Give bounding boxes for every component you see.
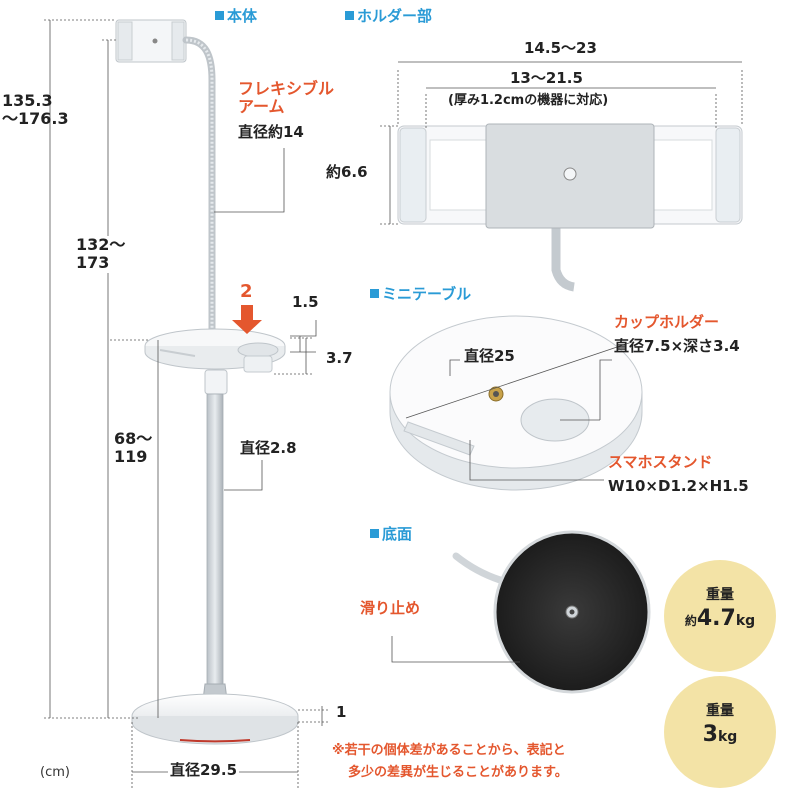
flex-arm-title: フレキシブル アーム <box>238 79 335 117</box>
flex-arm-shape <box>182 36 216 334</box>
table-depth-label: 3.7 <box>326 349 353 367</box>
weight-badge-value: 3kg <box>702 722 738 747</box>
mini-table-dimension-lines <box>405 341 633 481</box>
section-marker-icon <box>370 529 379 538</box>
pole-shape <box>206 393 224 685</box>
section-marker-icon <box>345 11 354 20</box>
variance-note: ※若干の個体差があることから、表記と 多少の差異が生じることがあります。 <box>332 743 568 780</box>
weight-badge-label: 重量 <box>706 587 734 603</box>
non-slip-leader <box>391 636 520 663</box>
table-height-label: 68～ 119 <box>114 429 153 467</box>
arm-height-label: 132～ 173 <box>76 235 126 273</box>
mini-table-illustration <box>389 315 643 491</box>
weight-badge-base: 重量 3kg <box>664 676 776 788</box>
weight-badge-value: 約4.7kg <box>684 606 756 631</box>
section-body-heading: 本体 <box>215 7 257 25</box>
weight-badge-with-table: 重量 約4.7kg <box>664 560 776 672</box>
stand-illustration <box>115 19 299 745</box>
phone-stand-size: W10×D1.2×H1.5 <box>608 477 749 495</box>
table-arrow-icon <box>232 305 262 334</box>
flex-arm-diameter: 直径約14 <box>238 123 304 141</box>
unit-label: (cm) <box>40 765 70 780</box>
section-holder-heading: ホルダー部 <box>345 7 432 25</box>
section-marker-icon <box>370 289 379 298</box>
base-thickness-label: 1 <box>336 703 347 721</box>
holder-outer-width: 14.5～23 <box>520 39 601 58</box>
holder-inner-width: 13～21.5 <box>506 69 587 88</box>
phone-stand-title: スマホスタンド <box>608 453 713 471</box>
holder-illustration <box>397 123 743 292</box>
weight-badge-label: 重量 <box>706 703 734 719</box>
mini-table-top-shape <box>389 315 643 469</box>
pole-diameter-label: 直径2.8 <box>240 439 297 457</box>
section-marker-icon <box>215 11 224 20</box>
section-bottom-heading: 底面 <box>370 525 412 543</box>
table-number-label: 2 <box>240 281 253 302</box>
section-mini-table-heading: ミニテーブル <box>370 285 471 303</box>
table-thickness-label: 1.5 <box>292 293 319 311</box>
cup-holder-size: 直径7.5×深さ3.4 <box>614 337 740 355</box>
holder-thickness-note: (厚み1.2cmの機器に対応) <box>448 93 609 108</box>
total-height-label: 135.3 ～176.3 <box>2 91 69 129</box>
holder-height: 約6.6 <box>326 163 368 182</box>
non-slip-label: 滑り止め <box>360 599 421 617</box>
cup-holder-title: カップホルダー <box>614 313 720 331</box>
base-diameter-label: 直径29.5 <box>168 761 240 780</box>
holder-dimension-lines <box>380 61 743 225</box>
bottom-illustration <box>452 530 651 694</box>
mini-table-diameter: 直径25 <box>464 347 515 365</box>
